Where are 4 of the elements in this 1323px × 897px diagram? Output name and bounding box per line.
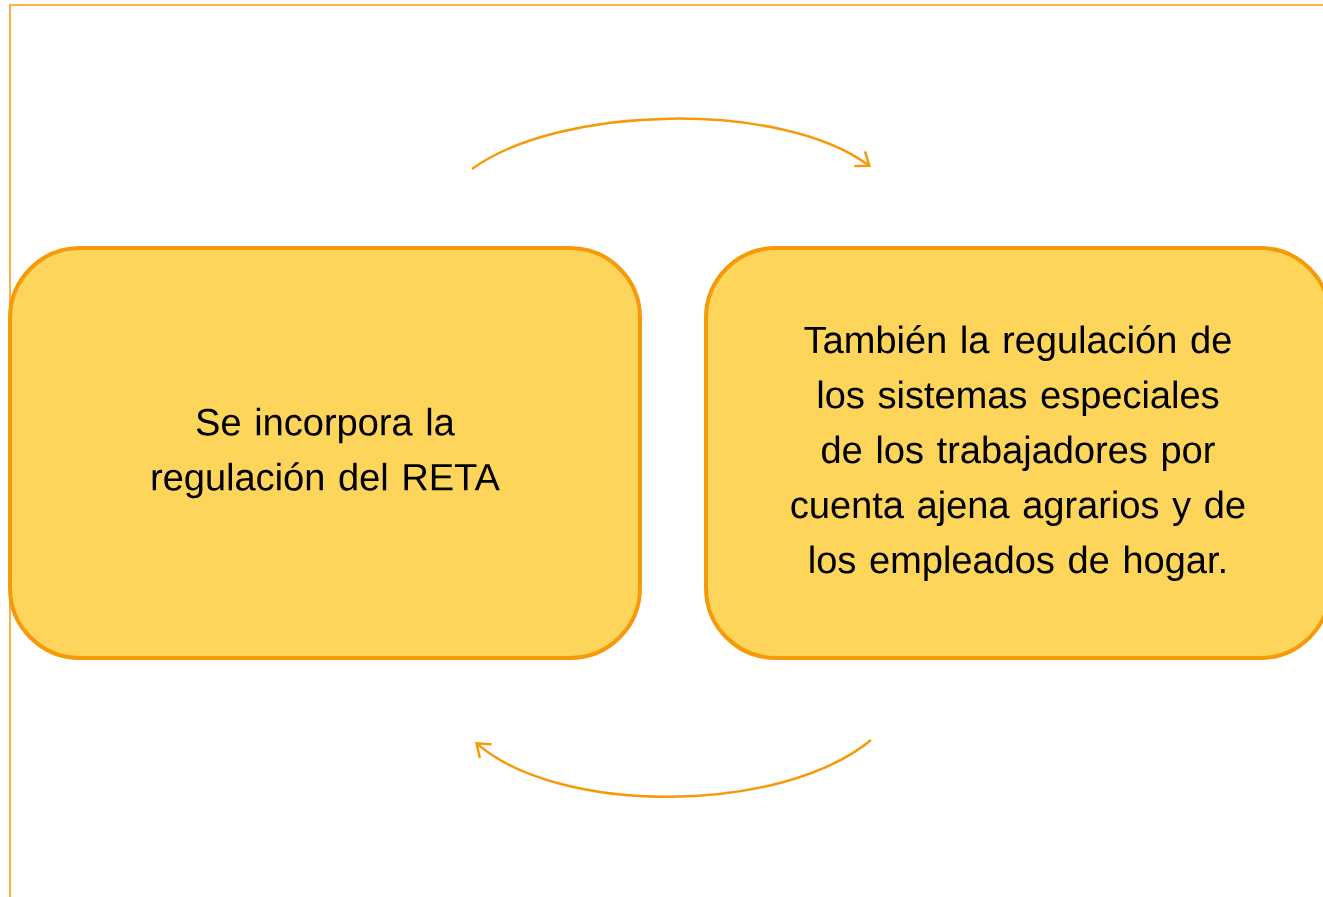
rounded-box: También la regulación de los sistemas especiales de los trabajadores por cuenta ajena agrarios y de los empleados de hogar. — [704, 246, 1323, 660]
curved-arrow — [471, 117, 871, 171]
rounded-box: Se incorpora la regulación del RETA — [8, 246, 642, 660]
curved-arrow — [475, 738, 872, 798]
